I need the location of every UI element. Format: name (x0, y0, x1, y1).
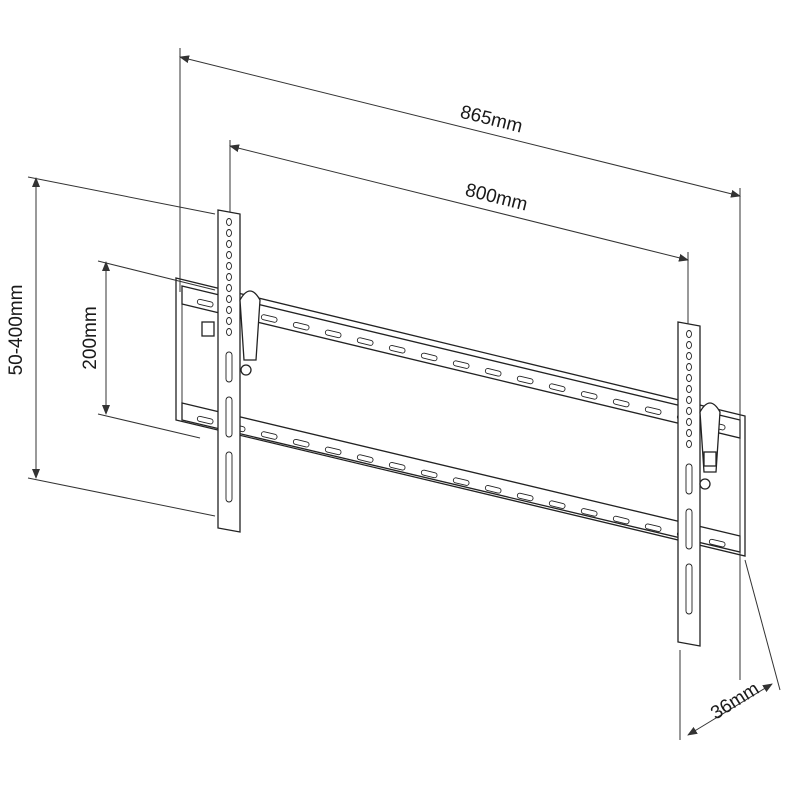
bracket-hole (686, 374, 692, 382)
bracket-hole (226, 240, 232, 248)
bracket-slot (685, 508, 693, 550)
right-knob (699, 478, 711, 490)
bracket-hole (226, 328, 232, 336)
bracket-hole (226, 284, 232, 292)
rail-slot (516, 492, 534, 502)
rail-slot (484, 485, 502, 494)
bracket-hole (226, 229, 232, 237)
left-vertical-bracket (201, 209, 261, 533)
dimension-label-50-400: 50-400mm (6, 285, 27, 376)
rail-slot (196, 298, 214, 308)
dimension-label-200: 200mm (80, 306, 101, 369)
rail-slot (356, 337, 374, 346)
bracket-slot (225, 396, 233, 438)
right-lock-screw (703, 451, 717, 467)
bracket-hole (226, 251, 232, 259)
rail-slot (388, 462, 406, 471)
bracket-hole (226, 295, 232, 303)
rail-slot (324, 446, 342, 456)
rail-slot (452, 360, 470, 369)
right-vertical-bracket (677, 321, 721, 647)
rail-slot (708, 538, 726, 548)
bracket-hole (686, 352, 692, 360)
bracket-hole (686, 418, 692, 426)
rail-slot (260, 431, 278, 440)
left-bracket-holes (225, 218, 233, 503)
rail-slot (292, 438, 310, 448)
left-knob (240, 364, 252, 376)
bracket-slot (225, 351, 233, 383)
rail-slot (580, 508, 598, 517)
rail-slot (516, 375, 534, 385)
rail-slot (260, 314, 278, 323)
rail-slot (420, 469, 438, 479)
bracket-slot (685, 563, 693, 615)
bracket-hole (226, 317, 232, 325)
rail-slot (388, 345, 406, 354)
rail-slot (548, 500, 566, 509)
rail-slot (612, 515, 630, 525)
dimension-label-36: 36mm (707, 678, 763, 724)
bracket-hole (686, 330, 692, 338)
rail-slot (580, 391, 598, 400)
bracket-hole (226, 262, 232, 270)
rail-slot (420, 352, 438, 362)
bracket-hole (686, 385, 692, 393)
rail-slot (612, 398, 630, 408)
dimension-label-865: 865mm (458, 102, 525, 138)
bracket-hole (686, 341, 692, 349)
rail-slot (484, 368, 502, 377)
left-lock-screw (201, 321, 215, 337)
dimension-label-800: 800mm (463, 180, 530, 216)
dimension-200: 200mm (80, 260, 216, 439)
rail-slot (196, 415, 214, 425)
bracket-hole (226, 273, 232, 281)
rail-slot (292, 321, 310, 331)
bracket-hole (686, 407, 692, 415)
rail-slot (452, 477, 470, 486)
bracket-hole (226, 306, 232, 314)
right-bracket-holes (685, 330, 693, 615)
bracket-hole (686, 363, 692, 371)
bracket-hole (686, 429, 692, 437)
rail-slot (644, 523, 662, 532)
dimension-50-400: 50-400mm (6, 176, 216, 517)
rail-slot (644, 406, 662, 415)
bracket-hole (686, 440, 692, 448)
mount-frame (175, 277, 746, 557)
rail-slot (324, 329, 342, 339)
dimension-800: 800mm (229, 140, 689, 324)
bracket-hole (686, 396, 692, 404)
bracket-slot (225, 451, 233, 503)
rail-slot (548, 383, 566, 392)
bracket-slot (685, 463, 693, 495)
left-hook (239, 290, 261, 361)
rail-slot (356, 454, 374, 463)
rail-slots (196, 298, 726, 548)
bracket-hole (226, 218, 232, 226)
